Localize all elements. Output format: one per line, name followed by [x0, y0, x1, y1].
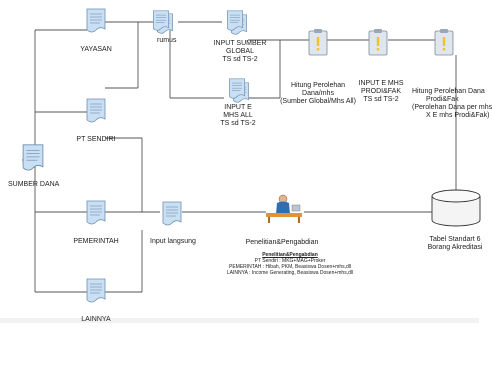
- lainnya-doc-icon: [86, 278, 106, 303]
- funding-note: Penelitian&Pengabdian PT Sendiri : MKG+M…: [210, 252, 370, 276]
- connectors: [22, 21, 457, 293]
- tabel-standart-line-2: Borang Akreditasi: [427, 244, 483, 251]
- input-sumber-global-line-3: TS sd TS-2: [222, 56, 258, 63]
- hitung-dana-prodi-line-1: Hitung Perolehan Dana: [412, 88, 485, 95]
- funding-note-title: Penelitian&Pengabdian: [262, 252, 318, 258]
- hitung-dana-prodi-line-2: Prodi&Fak: [426, 96, 459, 103]
- input-e-mhs-prodi-line-3: TS sd TS-2: [363, 96, 399, 103]
- input-e-mhs-all-doc-icon: [229, 78, 249, 103]
- funding-note-line-1: PT Sendiri : MKG+MAG+Proker: [254, 258, 326, 264]
- hitung-dana-mhs-line-2: Dana/mhs: [302, 90, 334, 97]
- funding-note-line-3: LAINNYA : Income Generating, Beasiswa Do…: [226, 270, 354, 276]
- hitung-dana-prodi-line-3: (Perolehan Dana per mhs: [412, 104, 492, 111]
- input-sumber-global-line-2: GLOBAL: [225, 48, 254, 55]
- hitung-dana-prodi-clipboard-icon: [434, 28, 454, 56]
- pt-sendiri-doc-icon: [86, 98, 106, 123]
- hitung-dana-mhs-clipboard-icon: [308, 28, 328, 56]
- tabel-standart-line-1: Tabel Standart 6: [429, 236, 481, 243]
- person-at-desk-icon: [266, 194, 302, 223]
- hitung-dana-mhs-line-1: Hitung Perolehan: [290, 82, 346, 89]
- hitung-dana-prodi-label: Hitung Perolehan Dana Prodi&Fak (Peroleh…: [412, 88, 492, 120]
- rumus-doc-icon: [153, 10, 173, 34]
- sumber-dana-label: SUMBER DANA: [8, 181, 60, 188]
- flow-diagram: [22, 8, 481, 303]
- hitung-dana-mhs-label: Hitung Perolehan Dana/mhs (Sumber Global…: [280, 82, 356, 106]
- input-e-mhs-prodi-line-2: PRODI&FAK: [360, 88, 402, 95]
- lainnya-label: LAINNYA: [81, 316, 111, 323]
- input-langsung-doc-icon: [162, 201, 182, 226]
- funding-note-line-2: PEMERINTAH : Hibah, PKM, Beasiswa Dosen+…: [228, 264, 352, 270]
- penelitian-pengabdian-label: Penelitian&Pengabdian: [245, 239, 319, 246]
- input-sumber-global-label: INPUT SUMBER GLOBAL TS sd TS-2: [214, 40, 267, 64]
- hitung-dana-mhs-line-3: (Sumber Global/Mhs All): [280, 98, 356, 105]
- pemerintah-doc-icon: [86, 200, 106, 225]
- rumus-label: rumus: [157, 37, 177, 44]
- sumber-dana-doc-icon: [22, 144, 44, 171]
- bottom-divider: [0, 318, 479, 323]
- pt-sendiri-label: PT SENDIRI: [76, 136, 116, 143]
- input-sumber-global-doc-icon: [227, 10, 247, 35]
- input-e-mhs-all-label: INPUT E MHS ALL TS sd TS-2: [220, 104, 255, 128]
- input-e-mhs-prodi-line-1: INPUT E MHS: [358, 80, 404, 87]
- input-e-mhs-prodi-label: INPUT E MHS PRODI&FAK TS sd TS-2: [359, 80, 404, 104]
- hitung-dana-prodi-line-4: X E mhs Prodi&Fak): [426, 112, 490, 119]
- input-e-mhs-all-line-2: MHS ALL: [223, 112, 253, 119]
- yayasan-label: YAYASAN: [80, 46, 112, 53]
- input-e-mhs-all-line-3: TS sd TS-2: [220, 120, 256, 127]
- tabel-standart-label: Tabel Standart 6 Borang Akreditasi: [428, 236, 483, 252]
- database-cylinder-icon: [431, 189, 481, 227]
- input-e-mhs-all-line-1: INPUT E: [224, 104, 252, 111]
- pemerintah-label: PEMERINTAH: [73, 238, 119, 245]
- yayasan-doc-icon: [86, 8, 106, 33]
- input-langsung-label: Input langsung: [150, 238, 196, 245]
- input-sumber-global-line-1: INPUT SUMBER: [213, 40, 267, 47]
- input-e-mhs-prodi-clipboard-icon: [368, 28, 388, 56]
